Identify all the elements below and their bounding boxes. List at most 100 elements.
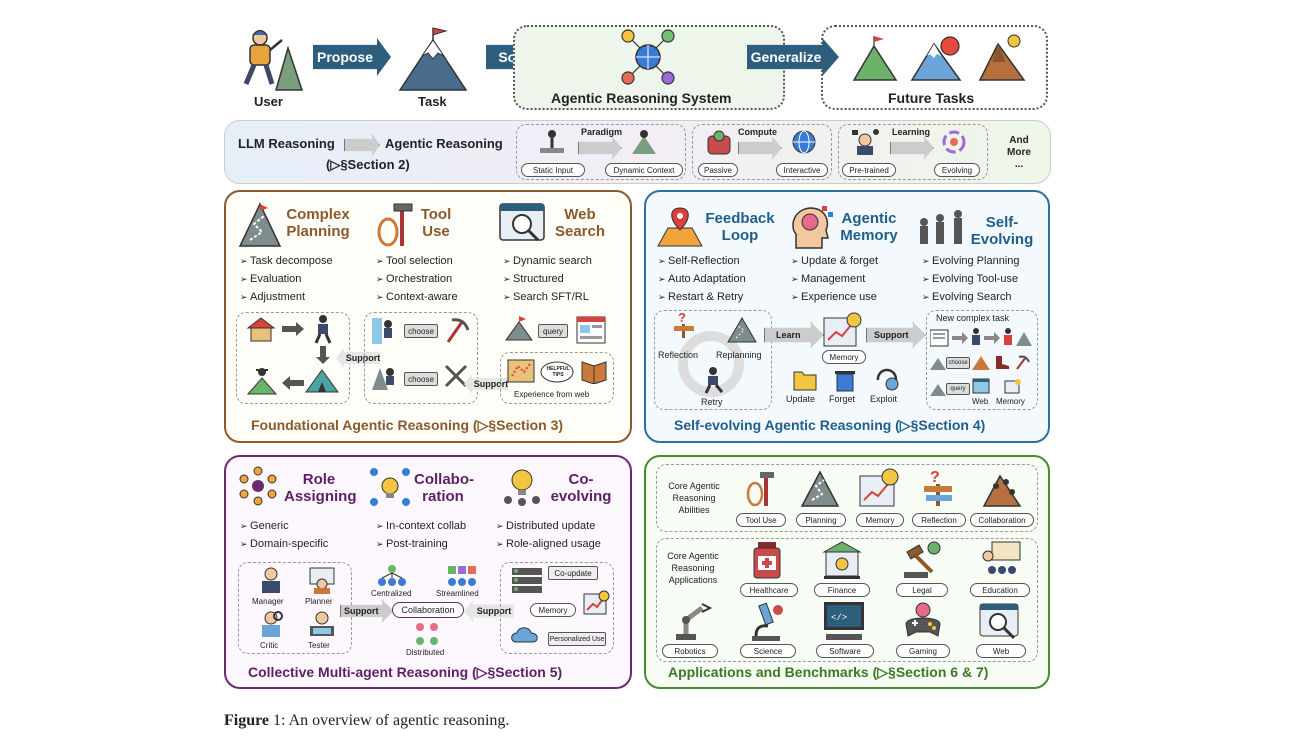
future-tasks-label: Future Tasks	[888, 90, 975, 106]
coevolve-illustration	[500, 562, 614, 654]
tester-label: Tester	[308, 641, 330, 650]
interactive-pill: Interactive	[776, 163, 828, 177]
svg-text:?: ?	[678, 310, 686, 325]
self-evolving-title: Self-Evolving	[970, 214, 1034, 248]
task-label: Task	[418, 94, 447, 109]
feedback-loop-title: Feedback Loop	[705, 210, 775, 244]
feedback-illustration	[654, 310, 772, 410]
new-task-box	[926, 310, 1038, 410]
search-item: Structured	[503, 270, 592, 288]
manager-avatar	[258, 566, 284, 594]
mini-boot-icon	[994, 354, 1010, 370]
task-progress-icon	[930, 326, 1034, 348]
learning-label: Learning	[892, 127, 931, 137]
app-pill-science: Science	[740, 644, 796, 658]
agentic-system-label: Agentic Reasoning System	[551, 90, 732, 106]
static-input-icon	[538, 128, 566, 156]
foundational-footer: Foundational Agentic Reasoning (▷§Sectio…	[251, 417, 564, 433]
retry-climber-icon	[700, 366, 726, 394]
and-more-label: And More ...	[1007, 135, 1031, 170]
centralized-icon	[378, 564, 406, 588]
foundational-panel	[224, 190, 632, 443]
ability-pill-reflection: Reflection	[912, 513, 966, 527]
choose-arrow-1: choose	[404, 324, 438, 338]
applications-box	[656, 538, 1038, 662]
agentic-reasoning-label: Agentic Reasoning	[385, 136, 503, 151]
compute-label: Compute	[738, 127, 777, 137]
generalize-label: Generalize	[750, 49, 822, 65]
manager-label: Manager	[252, 597, 284, 606]
memory-chart-icon	[822, 312, 862, 348]
propose-label: Propose	[316, 49, 373, 65]
feedback-list: Self-Reflection Auto Adaptation Restart …	[658, 252, 746, 306]
house-icon	[246, 316, 276, 342]
app-pill-healthcare: Healthcare	[740, 583, 798, 597]
coevolve-list: Distributed update Role-aligned usage	[496, 517, 601, 553]
choose-arrow-2: choose	[404, 372, 438, 386]
replanning-label: Replanning	[716, 350, 762, 360]
map-icon	[506, 358, 536, 384]
reflection-ability-icon: ?	[920, 468, 956, 508]
memory-item: Experience use	[791, 288, 878, 306]
evolving-item: Evolving Tool-use	[922, 270, 1020, 288]
reflection-sign-icon: ?	[672, 310, 698, 338]
dynamic-context-icon	[630, 128, 658, 156]
helpful-tips-icon	[540, 360, 574, 384]
experience-label: Experience from web	[514, 390, 590, 399]
distributed-label: Distributed	[406, 648, 445, 657]
support-left-arrow: Support	[464, 600, 514, 622]
coevolve-item: Role-aligned usage	[496, 535, 601, 553]
complex-planning-title: Complex Planning	[286, 206, 350, 240]
tool-use-title: Tool Use	[420, 206, 452, 240]
collab-bulb-icon	[368, 466, 412, 508]
ability-pill-collaboration: Collaboration	[970, 513, 1034, 527]
memory-small-label: Memory	[996, 397, 1025, 406]
mini-mountain-icon	[930, 382, 946, 396]
planner-label: Planner	[305, 597, 333, 606]
pretrained-icon	[850, 128, 880, 156]
planning-ability-icon	[800, 468, 840, 508]
personalized-use-pill: Personalized Use	[548, 632, 606, 646]
pickaxe-icon	[442, 316, 470, 344]
role-list: Generic Domain-specific	[240, 517, 328, 553]
learning-group	[838, 124, 988, 180]
user-climber-icon	[236, 26, 304, 92]
tool-use-ability-icon	[746, 468, 776, 508]
evolving-item: Evolving Search	[922, 288, 1020, 306]
left-arrow-icon	[282, 376, 304, 390]
mini-mountain-icon	[930, 356, 946, 370]
memory-list: Update & forget Management Experience us…	[791, 252, 878, 306]
support-label: Support	[473, 379, 509, 389]
reflection-label: Reflection	[658, 350, 699, 360]
search-list: Dynamic search Structured Search SFT/RL	[503, 252, 592, 306]
gaming-controller-icon	[902, 600, 944, 642]
healthcare-icon	[750, 540, 784, 580]
coevolve-bulb-icon	[500, 466, 544, 508]
co-update-servers-icon	[510, 566, 546, 596]
mountain-flag-icon	[504, 316, 534, 342]
snow-mountain-sun-icon	[910, 34, 966, 82]
memory-pill: Memory	[530, 603, 576, 617]
planning-item: Task decompose	[240, 252, 333, 270]
support-label: Support	[476, 606, 512, 616]
app-pill-gaming: Gaming	[896, 644, 950, 658]
figure-caption: Figure 1: An overview of agentic reasoni…	[224, 712, 509, 730]
climber-icon	[372, 318, 400, 344]
passive-icon	[704, 128, 734, 156]
collaboration-title: Collabo-ration	[414, 471, 474, 505]
dynamic-context-pill: Dynamic Context	[605, 163, 683, 177]
robotics-arm-icon	[672, 600, 712, 642]
finance-bank-icon	[822, 540, 862, 580]
experience-box	[500, 352, 614, 404]
coevolve-item: Distributed update	[496, 517, 601, 535]
mountain-path-icon	[238, 200, 282, 248]
propose-arrow: Propose	[313, 38, 391, 76]
co-update-pill: Co-update	[548, 566, 598, 580]
evolving-item: Evolving Planning	[922, 252, 1019, 270]
memory-ability-icon	[858, 468, 900, 508]
app-pill-legal: Legal	[896, 583, 948, 597]
right-arrow-icon	[282, 322, 304, 336]
tool-item: Tool selection	[376, 252, 458, 270]
feedback-item: Restart & Retry	[658, 288, 746, 306]
crossed-tools-icon	[442, 362, 470, 390]
